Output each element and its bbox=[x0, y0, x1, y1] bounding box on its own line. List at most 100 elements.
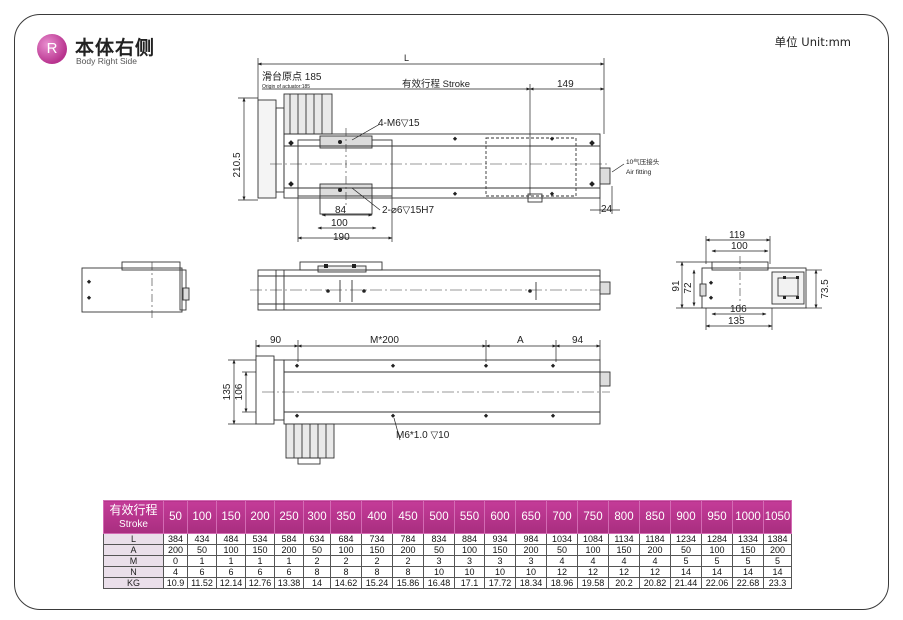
spec-cell: 12.14 bbox=[216, 577, 246, 589]
spec-stroke-header: 250 bbox=[274, 500, 304, 534]
spec-cell: 5 bbox=[701, 555, 733, 567]
spec-stroke-header: 500 bbox=[423, 500, 455, 534]
spec-stroke-header: 50 bbox=[163, 500, 188, 534]
bottom-view bbox=[255, 355, 611, 465]
spec-cell: 20.2 bbox=[608, 577, 640, 589]
spec-cell: 12.76 bbox=[245, 577, 275, 589]
spec-cell: 384 bbox=[163, 533, 188, 545]
spec-cell: 884 bbox=[454, 533, 485, 545]
spec-stroke-header: 1000 bbox=[732, 500, 764, 534]
spec-stroke-header: 600 bbox=[484, 500, 516, 534]
spec-row-label: KG bbox=[103, 577, 164, 589]
spec-cell: 2 bbox=[392, 555, 424, 567]
spec-cell: 1334 bbox=[732, 533, 764, 545]
spec-stroke-header: 550 bbox=[454, 500, 485, 534]
spec-cell: 484 bbox=[216, 533, 246, 545]
dim-149: 149 bbox=[557, 79, 574, 90]
section-badge: R bbox=[37, 34, 67, 64]
spec-cell: 8 bbox=[361, 566, 393, 578]
dim-72: 72 bbox=[683, 282, 694, 294]
bottom-view-marks bbox=[294, 363, 556, 418]
spec-cell: 22.68 bbox=[732, 577, 764, 589]
spec-cell: 23.3 bbox=[763, 577, 792, 589]
dim-73-5: 73.5 bbox=[820, 279, 831, 299]
top-view bbox=[257, 93, 611, 215]
spec-cell: 10 bbox=[515, 566, 547, 578]
spec-cell: 3 bbox=[454, 555, 485, 567]
spec-cell: 3 bbox=[484, 555, 516, 567]
top-view-marks bbox=[288, 136, 595, 196]
origin-label-en: Origin of actuator:185 bbox=[262, 84, 310, 90]
spec-cell: 534 bbox=[245, 533, 275, 545]
spec-cell: 12 bbox=[546, 566, 578, 578]
spec-cell: 150 bbox=[361, 544, 393, 556]
spec-stroke-header: 400 bbox=[361, 500, 393, 534]
dim-24: 24 bbox=[601, 204, 613, 215]
spec-cell: 6 bbox=[274, 566, 304, 578]
spec-cell: 14 bbox=[732, 566, 764, 578]
spec-stroke-header: 350 bbox=[330, 500, 362, 534]
spec-cell: 1 bbox=[274, 555, 304, 567]
spec-cell: 200 bbox=[163, 544, 188, 556]
dim-94: 94 bbox=[572, 335, 584, 346]
spec-cell: 50 bbox=[670, 544, 702, 556]
spec-cell: 14 bbox=[303, 577, 331, 589]
spec-cell: 1 bbox=[216, 555, 246, 567]
dim-91: 91 bbox=[671, 280, 682, 292]
dim-m200: M*200 bbox=[370, 335, 399, 346]
spec-header-en: Stroke bbox=[119, 518, 148, 530]
spec-cell: 14 bbox=[701, 566, 733, 578]
left-end-view-marks bbox=[86, 279, 92, 300]
spec-cell: 11.52 bbox=[187, 577, 217, 589]
dim-84: 84 bbox=[335, 205, 347, 216]
spec-cell: 1 bbox=[187, 555, 217, 567]
note-m6-holes: 4-M6▽15 bbox=[378, 118, 420, 129]
spec-cell: 684 bbox=[330, 533, 362, 545]
dim-119: 119 bbox=[729, 230, 745, 241]
spec-cell: 1084 bbox=[577, 533, 609, 545]
technical-drawing: L 滑台原点 185 Origin of actuator:185 有效行程 S… bbox=[81, 53, 831, 465]
spec-cell: 16.48 bbox=[423, 577, 455, 589]
spec-cell: 14.62 bbox=[330, 577, 362, 589]
spec-cell: 14 bbox=[670, 566, 702, 578]
spec-cell: 20.82 bbox=[639, 577, 671, 589]
spec-cell: 22.06 bbox=[701, 577, 733, 589]
spec-cell: 834 bbox=[423, 533, 455, 545]
spec-cell: 200 bbox=[763, 544, 792, 556]
spec-stroke-header: 900 bbox=[670, 500, 702, 534]
dim-bottom-135: 135 bbox=[222, 383, 233, 400]
dim-190: 190 bbox=[333, 232, 350, 243]
page-title: 本体右侧 bbox=[75, 37, 156, 59]
spec-cell: 50 bbox=[423, 544, 455, 556]
spec-stroke-header: 450 bbox=[392, 500, 424, 534]
top-view-dims bbox=[238, 58, 625, 242]
spec-cell: 200 bbox=[639, 544, 671, 556]
spec-header-cn: 有效行程 bbox=[109, 502, 158, 517]
spec-cell: 13.38 bbox=[274, 577, 304, 589]
dim-210-5: 210.5 bbox=[232, 152, 243, 177]
dim-side-135: 135 bbox=[728, 316, 745, 327]
spec-cell: 934 bbox=[484, 533, 516, 545]
spec-cell: 200 bbox=[515, 544, 547, 556]
air-fitting-cn: 10气压接头 bbox=[626, 157, 660, 166]
spec-stroke-header: 800 bbox=[608, 500, 640, 534]
spec-cell: 434 bbox=[187, 533, 217, 545]
spec-cell: 6 bbox=[216, 566, 246, 578]
dim-L: L bbox=[404, 53, 409, 63]
spec-stroke-header: 200 bbox=[245, 500, 275, 534]
spec-cell: 0 bbox=[163, 555, 188, 567]
spec-stroke-header: 1050 bbox=[763, 500, 792, 534]
spec-cell: 2 bbox=[330, 555, 362, 567]
note-pin-holes: 2-⌀6▽15H7 bbox=[382, 205, 435, 216]
spec-cell: 200 bbox=[274, 544, 304, 556]
dim-90: 90 bbox=[270, 335, 282, 346]
dim-100: 100 bbox=[331, 218, 348, 229]
spec-cell: 15.86 bbox=[392, 577, 424, 589]
spec-cell: 8 bbox=[303, 566, 331, 578]
spec-cell: 5 bbox=[763, 555, 792, 567]
